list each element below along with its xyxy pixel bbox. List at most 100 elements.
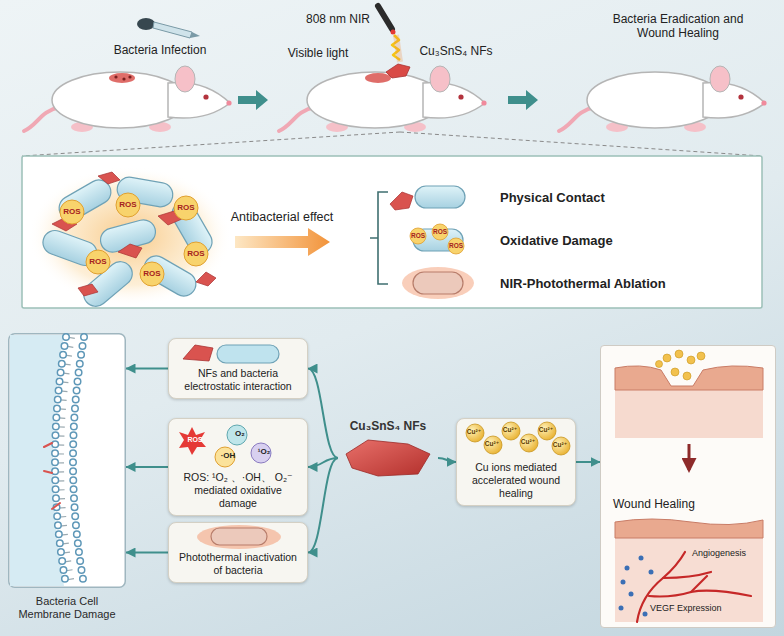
ion-tag: Cu²⁺ — [500, 426, 520, 434]
material-label: Cu₃SnS₄ NFs — [410, 44, 502, 58]
laser-pen — [378, 6, 400, 62]
bacteria-cluster — [60, 193, 208, 286]
mechanism-box: NFs and bacteria electrostatic interacti… — [168, 338, 308, 399]
skin-illustration — [601, 346, 777, 629]
nanoflake-node: Cu₃SnS₄ NFs — [338, 418, 438, 480]
dropper — [190, 32, 200, 38]
species-tag: O₂ — [228, 429, 252, 439]
connector-arrow — [308, 369, 338, 459]
wound-spots — [114, 75, 117, 78]
skin-illustration — [629, 592, 634, 597]
connector-arrow — [126, 368, 168, 370]
contact-illustration — [217, 345, 279, 363]
ros-tag: ROS — [140, 269, 164, 279]
ros-tag: ROS — [60, 207, 84, 217]
membrane-illustration — [55, 337, 66, 585]
ros-illustration — [169, 419, 309, 469]
step-label: Bacteria Infection — [104, 43, 216, 57]
dropper — [137, 18, 200, 38]
ion-tag: Cu²⁺ — [464, 428, 484, 436]
membrane-illustration — [73, 337, 84, 585]
ion-tag: Cu²⁺ — [482, 440, 502, 448]
skin-illustration — [615, 386, 763, 438]
step-arrow — [238, 90, 538, 110]
step-arrow — [238, 90, 268, 110]
ros-tag: ROS — [116, 200, 140, 210]
dropper — [137, 18, 155, 30]
wound-spots — [128, 75, 131, 78]
step-label: Bacteria Eradication and Wound Healing — [596, 12, 760, 41]
ros-tag: ROS — [183, 436, 207, 444]
dropper — [153, 22, 192, 38]
wound-healing-panel: Wound Healing — [600, 345, 776, 628]
skin-illustration — [615, 366, 763, 390]
zoom-lines — [400, 132, 762, 156]
laser-pen — [391, 30, 396, 35]
bacteria-cluster — [86, 250, 110, 274]
bacteria-cluster — [98, 172, 120, 184]
effect-icons — [410, 224, 464, 254]
bacteria-cluster — [196, 272, 216, 286]
photothermal-illustration — [169, 523, 309, 551]
arrow-label: Antibacterial effect — [222, 210, 342, 225]
photothermal-illustration — [211, 528, 267, 545]
skin-illustration — [621, 580, 626, 585]
effect-icons — [413, 272, 463, 294]
laser-pen — [378, 6, 392, 29]
copper-ion-illustration — [466, 422, 570, 455]
ros-tag: ROS — [410, 232, 426, 240]
mouse-figures — [279, 66, 487, 132]
bacteria-cluster — [28, 166, 232, 311]
skin-illustration — [649, 570, 654, 575]
mouse-figures — [559, 66, 767, 132]
node-text: Cu ions mediated accelerated wound heali… — [462, 461, 570, 500]
ros-tag: ROS — [184, 249, 208, 259]
skin-illustration — [643, 612, 648, 617]
mechanism-label: NIR-Photothermal Ablation — [500, 276, 740, 292]
node-text: Cu₃SnS₄ NFs — [338, 420, 438, 433]
ion-tag: Cu²⁺ — [518, 438, 538, 446]
wound-spots — [122, 77, 125, 80]
contact-illustration — [183, 345, 213, 361]
ros-illustration — [179, 427, 206, 455]
ros-tag: ROS — [174, 203, 198, 213]
light-label: Visible light — [276, 46, 360, 60]
effect-arrow — [235, 228, 330, 256]
node-text: ROS: ¹O₂ 、·OH、 O₂⁻ mediated oxidative da… — [174, 471, 302, 510]
skin-illustration — [663, 572, 711, 578]
ros-tag: ROS — [432, 228, 448, 236]
copper-ion-illustration — [457, 419, 577, 461]
nanoflake-illustration — [346, 440, 430, 476]
bacteria-cluster — [116, 193, 140, 217]
mechanism-box: Photothermal inactivation of bacteria — [168, 522, 308, 583]
tissue-label: VEGF Expression — [650, 603, 750, 614]
skin-illustration — [697, 352, 705, 360]
mechanism-label: Physical Contact — [500, 190, 740, 206]
effect-icons — [390, 192, 413, 210]
laser-pen — [396, 35, 400, 62]
ros-tag: ROS — [448, 242, 464, 250]
skin-illustration — [615, 519, 763, 538]
tissue-label: Angiogenesis — [692, 548, 772, 559]
wound-spots — [109, 64, 410, 83]
skin-illustration — [639, 556, 644, 561]
mechanism-panel — [22, 156, 762, 308]
bacteria-cluster — [118, 244, 142, 258]
contact-illustration — [169, 339, 309, 367]
ion-tag: Cu²⁺ — [536, 426, 556, 434]
connector-arrow — [126, 552, 168, 554]
bacteria-cluster — [184, 242, 208, 266]
ion-tag: Cu²⁺ — [550, 441, 570, 449]
bacteria-cluster — [28, 166, 232, 306]
bracket — [370, 192, 388, 284]
node-text: Photothermal inactivation of bacteria — [174, 551, 302, 577]
skin-illustration — [663, 354, 671, 362]
mechanism-label: Oxidative Damage — [500, 233, 740, 249]
membrane-illustration — [55, 337, 66, 585]
effect-icons — [415, 186, 465, 208]
effect-icons — [448, 238, 464, 254]
node-text: Wound Healing — [613, 498, 775, 511]
effect-icons — [390, 186, 474, 299]
skin-illustration — [671, 368, 679, 376]
